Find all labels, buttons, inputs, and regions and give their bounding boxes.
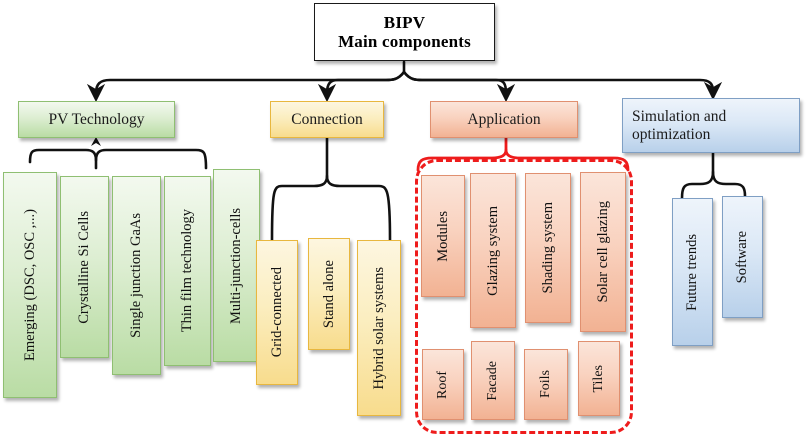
connection-child-hybrid-solar-systems[interactable]: Hybrid solar systems: [357, 240, 401, 416]
simulation-child-software[interactable]: Software: [722, 196, 763, 318]
application-child-tiles-label: Tiles: [591, 364, 607, 393]
pv-technology-child-single-junction-gaas-label: Single junction GaAs: [128, 213, 145, 338]
root-title-line1: BIPV: [383, 12, 426, 32]
application-child-glazing-system-label: Glazing system: [484, 205, 501, 296]
branch-simulation-label-line1: Simulation and: [632, 108, 727, 126]
simulation-child-software-label: Software: [734, 230, 751, 284]
application-child-foils[interactable]: Foils: [524, 349, 568, 420]
pv-technology-child-multi-junction-cells[interactable]: Multi-junction-cells: [213, 169, 260, 362]
pv-technology-child-crystalline[interactable]: Crystalline Si Cells: [60, 176, 109, 358]
root-node-bipv-main-components[interactable]: BIPV Main components: [314, 3, 495, 61]
pv-technology-child-crystalline-label: Crystalline Si Cells: [76, 210, 93, 324]
application-child-solar-cell-glazing-label: Solar cell glazing: [594, 201, 611, 303]
branch-connection-label: Connection: [291, 110, 363, 128]
simulation-child-future-trends[interactable]: Future trends: [672, 198, 713, 346]
branch-pv-technology[interactable]: PV Technology: [18, 101, 175, 138]
pv-technology-child-thin-film[interactable]: Thin film technology: [164, 176, 211, 366]
connection-child-grid-connected[interactable]: Grid-connected: [256, 240, 298, 385]
pv-technology-child-thin-film-label: Thin film technology: [179, 209, 196, 333]
connection-child-grid-connected-label: Grid-connected: [268, 267, 285, 358]
application-child-shading-system[interactable]: Shading system: [525, 173, 571, 323]
application-child-roof-label: Roof: [435, 370, 451, 399]
pv-technology-child-emerging-label: Emerging (DSC, OSC ,...): [21, 209, 38, 361]
application-child-glazing-system[interactable]: Glazing system: [470, 173, 516, 328]
root-title-line2: Main components: [338, 32, 471, 51]
branch-simulation-label-line2: optimization: [632, 125, 711, 143]
connection-child-stand-alone-label: Stand alone: [320, 259, 337, 329]
pv-technology-child-emerging[interactable]: Emerging (DSC, OSC ,...): [3, 172, 57, 398]
branch-application-label: Application: [467, 110, 541, 128]
branch-pv-technology-label: PV Technology: [48, 110, 145, 128]
branch-simulation-and-optimization[interactable]: Simulation and optimization: [622, 98, 800, 153]
branch-application[interactable]: Application: [430, 101, 578, 138]
application-child-roof[interactable]: Roof: [422, 349, 464, 420]
application-child-facade[interactable]: Facade: [471, 341, 515, 420]
pv-technology-child-multi-junction-cells-label: Multi-junction-cells: [228, 207, 245, 324]
connection-child-stand-alone[interactable]: Stand alone: [308, 238, 350, 350]
application-child-solar-cell-glazing[interactable]: Solar cell glazing: [580, 172, 626, 332]
connection-child-hybrid-solar-systems-label: Hybrid solar systems: [370, 266, 387, 390]
simulation-child-future-trends-label: Future trends: [684, 233, 701, 311]
application-child-tiles[interactable]: Tiles: [578, 341, 620, 416]
pv-technology-child-single-junction-gaas[interactable]: Single junction GaAs: [112, 176, 161, 375]
application-highlight-region: [415, 159, 633, 434]
application-child-foils-label: Foils: [538, 370, 554, 399]
application-child-modules-label: Modules: [434, 210, 451, 262]
application-child-modules[interactable]: Modules: [421, 175, 465, 297]
application-child-shading-system-label: Shading system: [539, 202, 556, 294]
application-child-facade-label: Facade: [485, 360, 501, 401]
branch-connection[interactable]: Connection: [270, 101, 384, 138]
